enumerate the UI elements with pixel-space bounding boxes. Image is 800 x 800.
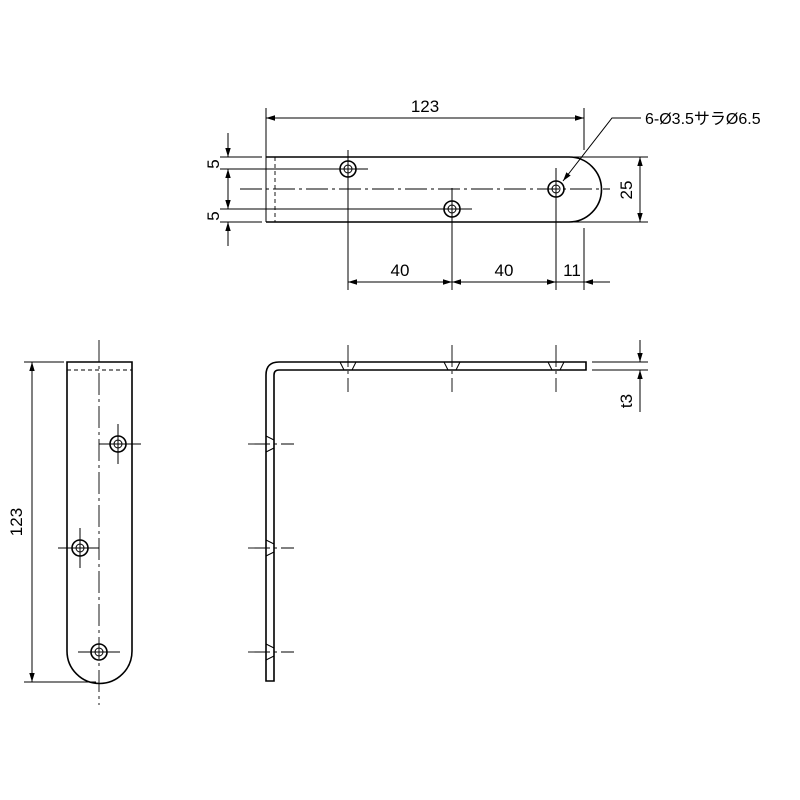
countersunk-hole: [78, 643, 120, 661]
dim-length-label: 123: [411, 97, 439, 116]
hole-callout-leader: [562, 117, 641, 182]
dim-end-offset-label: 11: [563, 261, 581, 280]
front-view: 123: [7, 340, 141, 705]
dim-front-length-label: 123: [7, 508, 26, 536]
hole-callout-label: 6-Ø3.5サラØ6.5: [645, 111, 761, 128]
side-view-profile: [265, 361, 587, 682]
dim-pitch-2-label: 40: [495, 261, 514, 280]
countersunk-hole: [58, 528, 99, 568]
countersunk-hole: [99, 424, 141, 464]
front-view-outline: [66, 361, 133, 685]
dim-pitch-1-label: 40: [391, 261, 410, 280]
top-view: 123 25 5 5 40 40 11 6-Ø3.5サラØ6.5: [204, 97, 761, 290]
hole-section-marks: [248, 435, 294, 661]
dim-edge-offset-top-label: 5: [204, 159, 223, 168]
countersunk-hole: [432, 188, 472, 290]
countersunk-hole: [547, 168, 565, 290]
dim-edge-offset-bottom-label: 5: [204, 211, 223, 220]
side-view: t3: [248, 340, 648, 682]
hole-section-marks: [339, 345, 565, 392]
dim-thickness-label: t3: [617, 394, 636, 408]
top-view-outline: [266, 156, 603, 223]
dim-width-label: 25: [617, 181, 636, 200]
countersunk-hole: [328, 150, 368, 290]
